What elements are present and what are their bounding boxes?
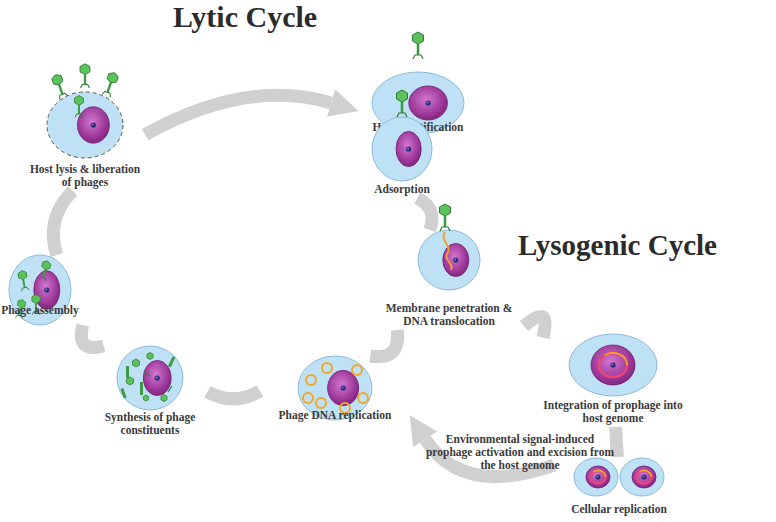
stage-node: Integration of prophage into host genome <box>543 334 683 427</box>
stage-node: Cellular replication <box>554 457 684 518</box>
stage-node: Membrane penetration & DNA translocation <box>374 230 524 330</box>
cycle-arrow <box>370 330 397 357</box>
cycle-heading: Lysogenic Cycle <box>518 229 717 262</box>
cycle-arrow <box>616 427 618 457</box>
stage-label: Phage DNA replication <box>260 409 410 422</box>
cycle-arrow <box>53 191 72 255</box>
stage-label: Host lysis & liberation of phages <box>25 163 145 189</box>
stage-node: Phage assembly <box>0 255 96 325</box>
cell-illustration <box>569 334 657 396</box>
stage-node: Phage DNA replication <box>260 356 410 424</box>
cycle-arrow <box>418 198 433 230</box>
stage-label: Membrane penetration & DNA translocation <box>374 302 524 328</box>
cell-illustration <box>372 117 432 181</box>
cell-illustration <box>47 92 123 158</box>
cell-illustration <box>418 230 480 290</box>
stage-node: Synthesis of phage constituents <box>93 346 208 439</box>
stage-label: Integration of prophage into host genome <box>543 399 683 425</box>
edge-label: Environmental signal-induced prophage ac… <box>425 433 615 473</box>
stage-label: Phage assembly <box>0 304 88 317</box>
cell-illustration <box>573 457 665 497</box>
stage-label: Adsorption <box>357 183 447 196</box>
cell-illustration <box>117 346 183 410</box>
diagram-title: Lytic Cycle <box>173 0 317 34</box>
cycle-arrow <box>524 316 545 337</box>
cycle-arrow <box>81 325 103 347</box>
stage-node: Host lysis & liberation of phages <box>25 92 145 191</box>
stage-label: Synthesis of phage constituents <box>93 411 208 437</box>
stage-node: Adsorption <box>357 117 447 198</box>
cycle-arrow <box>208 391 261 399</box>
cycle-arrow <box>145 95 331 134</box>
stage-label: Cellular replication <box>554 503 684 516</box>
